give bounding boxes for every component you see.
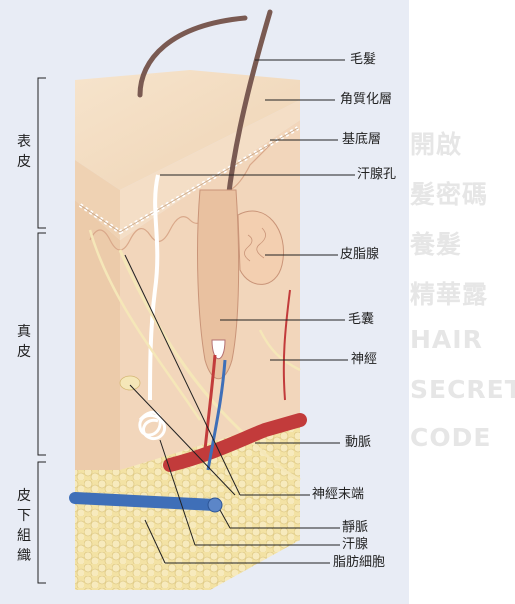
watermark-line-5: HAIR xyxy=(410,325,483,354)
dermis-layer-label: 真皮 xyxy=(17,324,31,360)
epidermis-front xyxy=(75,160,120,240)
watermark-line-6: SECRET xyxy=(410,375,515,404)
sebaceous-gland-shape xyxy=(237,210,284,285)
dermis-front xyxy=(75,200,120,470)
artery-label: 動脈 xyxy=(345,435,372,450)
epidermis-layer-label: 表皮 xyxy=(17,134,31,170)
sweat-pore-label: 汗腺孔 xyxy=(357,167,397,182)
watermark-line-7: CODE xyxy=(410,423,492,452)
epidermis-side xyxy=(120,100,300,240)
sebaceous-gland-label: 皮脂腺 xyxy=(340,247,380,262)
fat-cells-label: 脂肪細胞 xyxy=(333,555,386,570)
leader-lines xyxy=(124,59,355,564)
watermark-line-3: 養髮 xyxy=(410,230,463,259)
hair-follicle xyxy=(197,189,240,380)
hair-label: 毛髮 xyxy=(350,52,377,67)
basal-layer-label: 基底層 xyxy=(342,132,382,147)
nerve-label: 神經 xyxy=(351,352,378,367)
vein-label: 靜脈 xyxy=(342,520,369,535)
artery-vessel xyxy=(163,413,307,472)
hair-shaft-curl xyxy=(137,15,248,98)
subcutaneous-layer-label: 皮下組織 xyxy=(17,488,31,564)
sweat-gland-label: 汗腺 xyxy=(342,537,369,552)
watermark-line-2: 髮密碼 xyxy=(410,180,489,209)
layer-brackets xyxy=(37,77,46,584)
watermark-line-4: 精華露 xyxy=(410,280,489,309)
hair-follicle-label: 毛囊 xyxy=(348,312,375,327)
stratum-corneum-label: 角質化層 xyxy=(340,92,393,107)
sweat-gland-coil xyxy=(138,410,167,440)
vein-vessel xyxy=(69,492,221,511)
skin-surface xyxy=(75,70,300,190)
nerve-endings-label: 神經末端 xyxy=(312,487,365,502)
watermark-line-1: 開啟 xyxy=(410,130,463,159)
sweat-duct xyxy=(148,174,160,401)
